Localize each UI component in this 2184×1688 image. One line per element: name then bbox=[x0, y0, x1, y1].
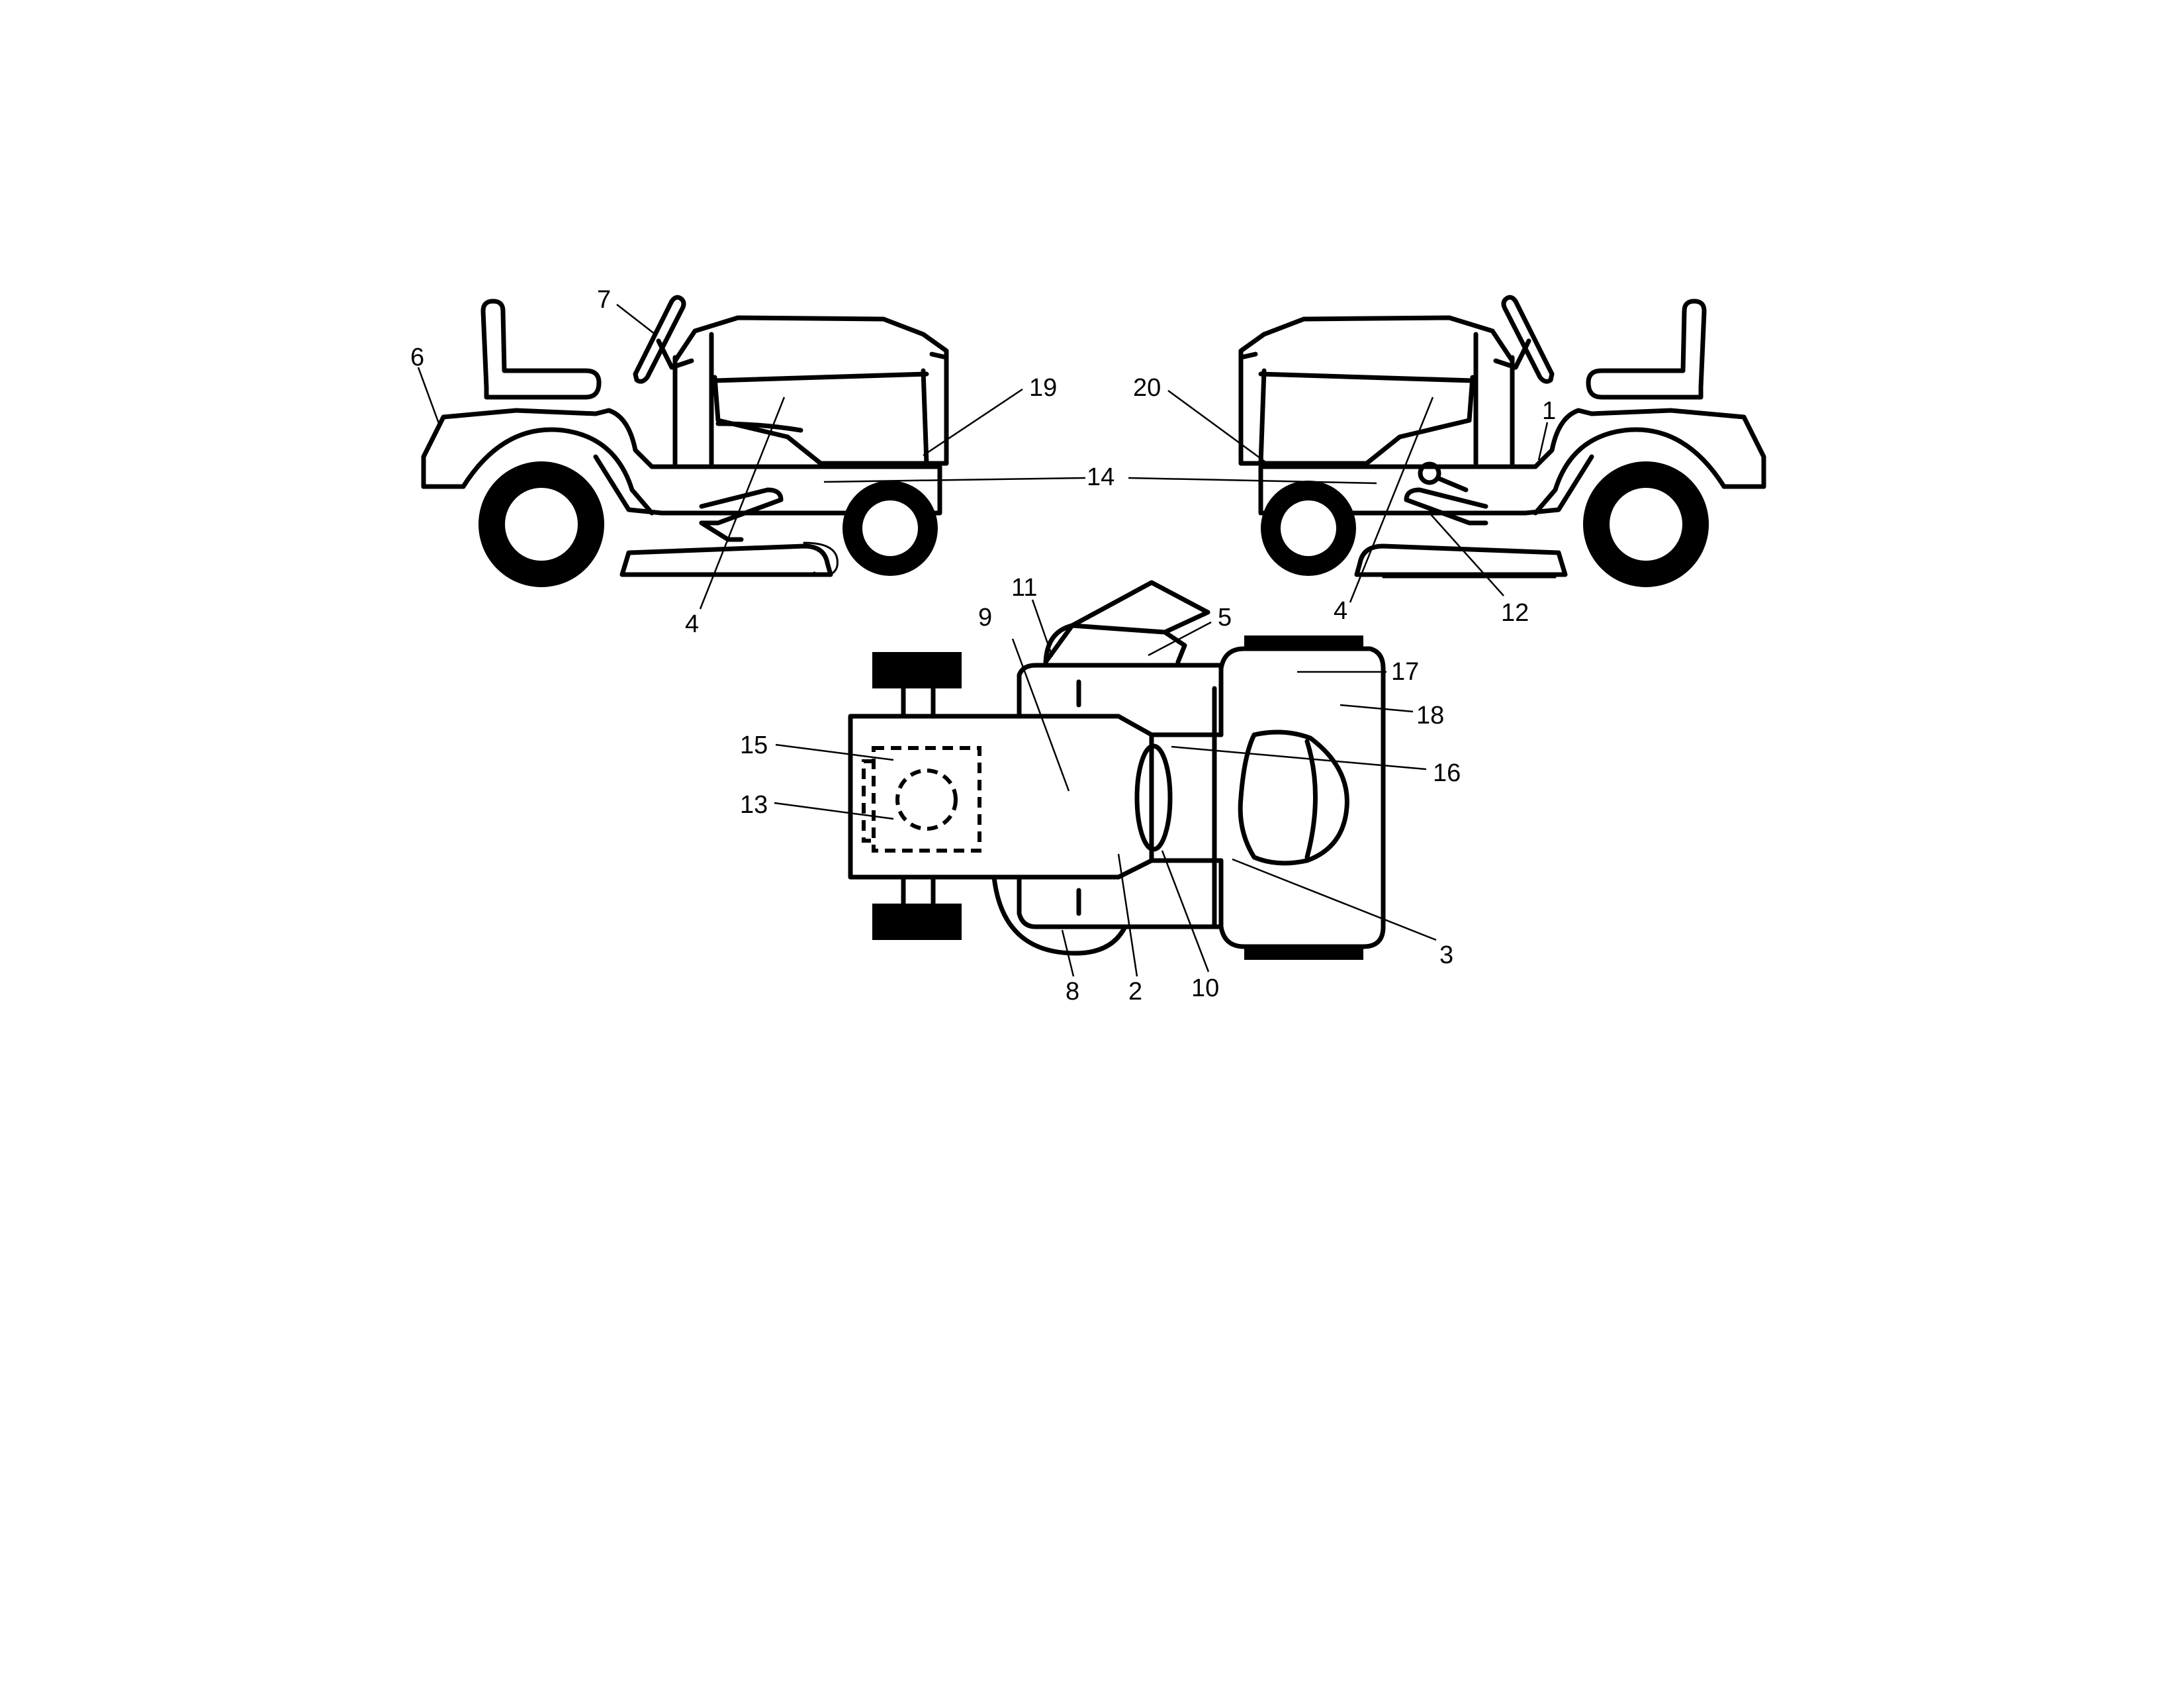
callout-19: 19 bbox=[1029, 374, 1057, 402]
top-view bbox=[848, 580, 1386, 960]
callout-16: 16 bbox=[1433, 759, 1461, 787]
callout-4-left: 4 bbox=[685, 610, 699, 638]
left-steering-wheel bbox=[633, 295, 686, 384]
right-mower-deck bbox=[1354, 543, 1568, 577]
leader-lines bbox=[417, 304, 1549, 977]
right-seat bbox=[1586, 299, 1707, 400]
callout-7: 7 bbox=[597, 286, 611, 314]
callout-14: 14 bbox=[1087, 463, 1115, 491]
right-frame bbox=[1258, 408, 1766, 516]
left-hood bbox=[672, 315, 949, 466]
left-mower-deck bbox=[619, 543, 833, 577]
callout-6: 6 bbox=[410, 344, 424, 371]
callout-10: 10 bbox=[1191, 974, 1219, 1002]
callout-3: 3 bbox=[1439, 941, 1453, 969]
callout-numbers: 6 7 19 4 14 20 4 1 12 11 9 5 17 18 16 15… bbox=[410, 286, 1556, 1006]
top-hood-decal-box bbox=[872, 746, 981, 853]
top-seat bbox=[1238, 729, 1349, 866]
callout-9: 9 bbox=[978, 604, 992, 632]
callout-18: 18 bbox=[1416, 702, 1444, 729]
callout-4-right: 4 bbox=[1334, 597, 1347, 625]
callout-13: 13 bbox=[740, 791, 768, 819]
left-side-view bbox=[421, 295, 949, 587]
callout-1: 1 bbox=[1542, 397, 1556, 425]
callout-5: 5 bbox=[1218, 604, 1232, 632]
top-left-front-wheel bbox=[872, 652, 962, 688]
right-side-view bbox=[1238, 295, 1766, 587]
right-hood bbox=[1238, 315, 1515, 466]
left-seat bbox=[480, 299, 602, 400]
left-frame bbox=[421, 408, 942, 516]
top-left-rear-wheel bbox=[1244, 635, 1363, 650]
right-steering-wheel bbox=[1501, 295, 1555, 384]
top-right-rear-wheel bbox=[1244, 945, 1363, 960]
callout-8: 8 bbox=[1066, 978, 1079, 1006]
callout-11: 11 bbox=[1011, 574, 1037, 602]
top-rear-body bbox=[1218, 646, 1386, 949]
callout-12: 12 bbox=[1501, 599, 1529, 627]
callout-15: 15 bbox=[740, 731, 768, 759]
callout-17: 17 bbox=[1391, 658, 1419, 686]
callout-20: 20 bbox=[1133, 374, 1161, 402]
callout-2: 2 bbox=[1128, 978, 1142, 1006]
top-right-front-wheel bbox=[872, 904, 962, 940]
